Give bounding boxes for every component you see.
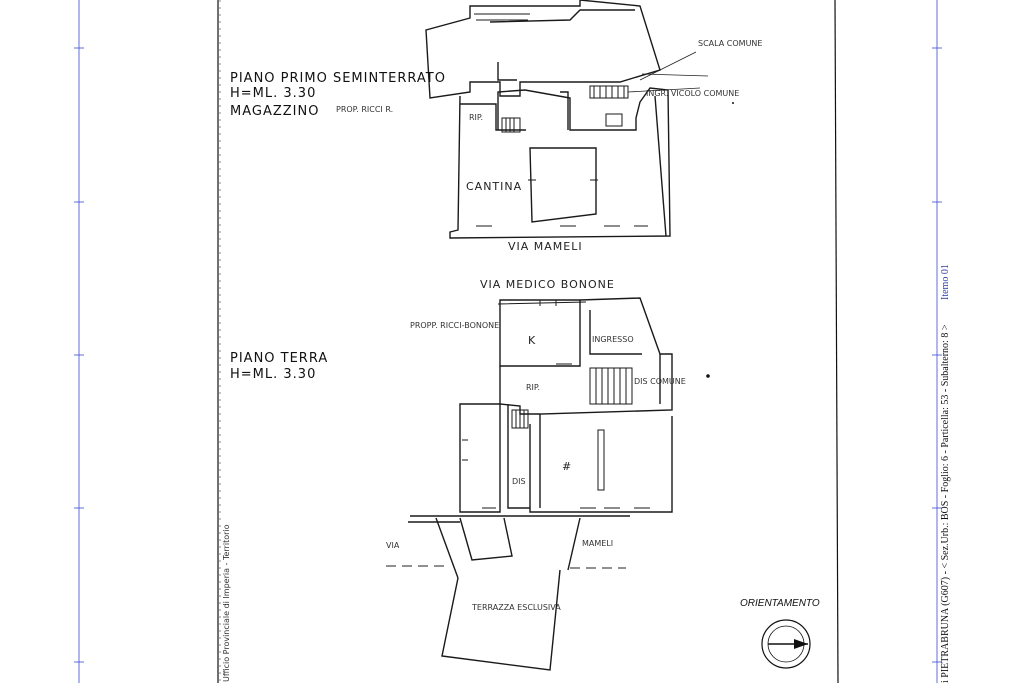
entrance-label: INGR. VICOLO COMUNE [646, 89, 739, 98]
ground-floor-plan: VIA MEDICO BONONE PROPP. RICCI-BONONE PI… [230, 102, 734, 671]
passage-label: DIS [512, 477, 526, 486]
orientation-label: ORIENTAMENTO [740, 598, 820, 609]
storage-label: RIP. [469, 113, 483, 122]
kitchen-label: K [528, 334, 536, 347]
room-mark: # [562, 460, 572, 473]
semi-basement-plan: PIANO PRIMO SEMINTERRATO H=ML. 3.30 MAGA… [230, 0, 762, 253]
paper-edges [217, 0, 839, 683]
semi-basement-street: VIA MAMELI [508, 240, 583, 253]
ground-height: H=ML. 3.30 [230, 367, 316, 382]
semi-basement-height: H=ML. 3.30 [230, 86, 316, 101]
semi-basement-owner: PROP. RICCI R. [336, 105, 393, 114]
common-passage-label: DIS COMUNE [634, 377, 686, 386]
ground-storage-label: RIP. [526, 383, 540, 392]
vertical-margin-text: Ufficio Provinciale di Imperia - Territo… [222, 524, 231, 682]
ground-street-right: MAMELI [582, 539, 613, 548]
ground-street-top: VIA MEDICO BONONE [480, 278, 615, 291]
ground-owner: PROPP. RICCI-BONONE [410, 321, 499, 330]
frame-lines [74, 0, 942, 683]
cadastral-reference-text: i PIETRABRUNA (G607) - < Sez.Urb.: BOS -… [940, 324, 951, 683]
stair-label: SCALA COMUNE [698, 39, 762, 48]
ground-street-left: VIA [386, 541, 400, 550]
cadastral-reference: i PIETRABRUNA (G607) - < Sez.Urb.: BOS -… [940, 264, 951, 683]
semi-basement-room: MAGAZZINO [230, 104, 319, 119]
ground-title: PIANO TERRA [230, 351, 328, 366]
terrace-label: TERRAZZA ESCLUSIVA [471, 603, 561, 612]
compass-icon [761, 619, 811, 669]
orientation-block: ORIENTAMENTO [740, 598, 820, 669]
cadastral-link[interactable]: Itemo 01 [940, 264, 951, 300]
entrance-room-label: INGRESSO [592, 335, 634, 344]
semi-basement-title: PIANO PRIMO SEMINTERRATO [230, 71, 446, 86]
cellar-label: CANTINA [466, 180, 522, 193]
